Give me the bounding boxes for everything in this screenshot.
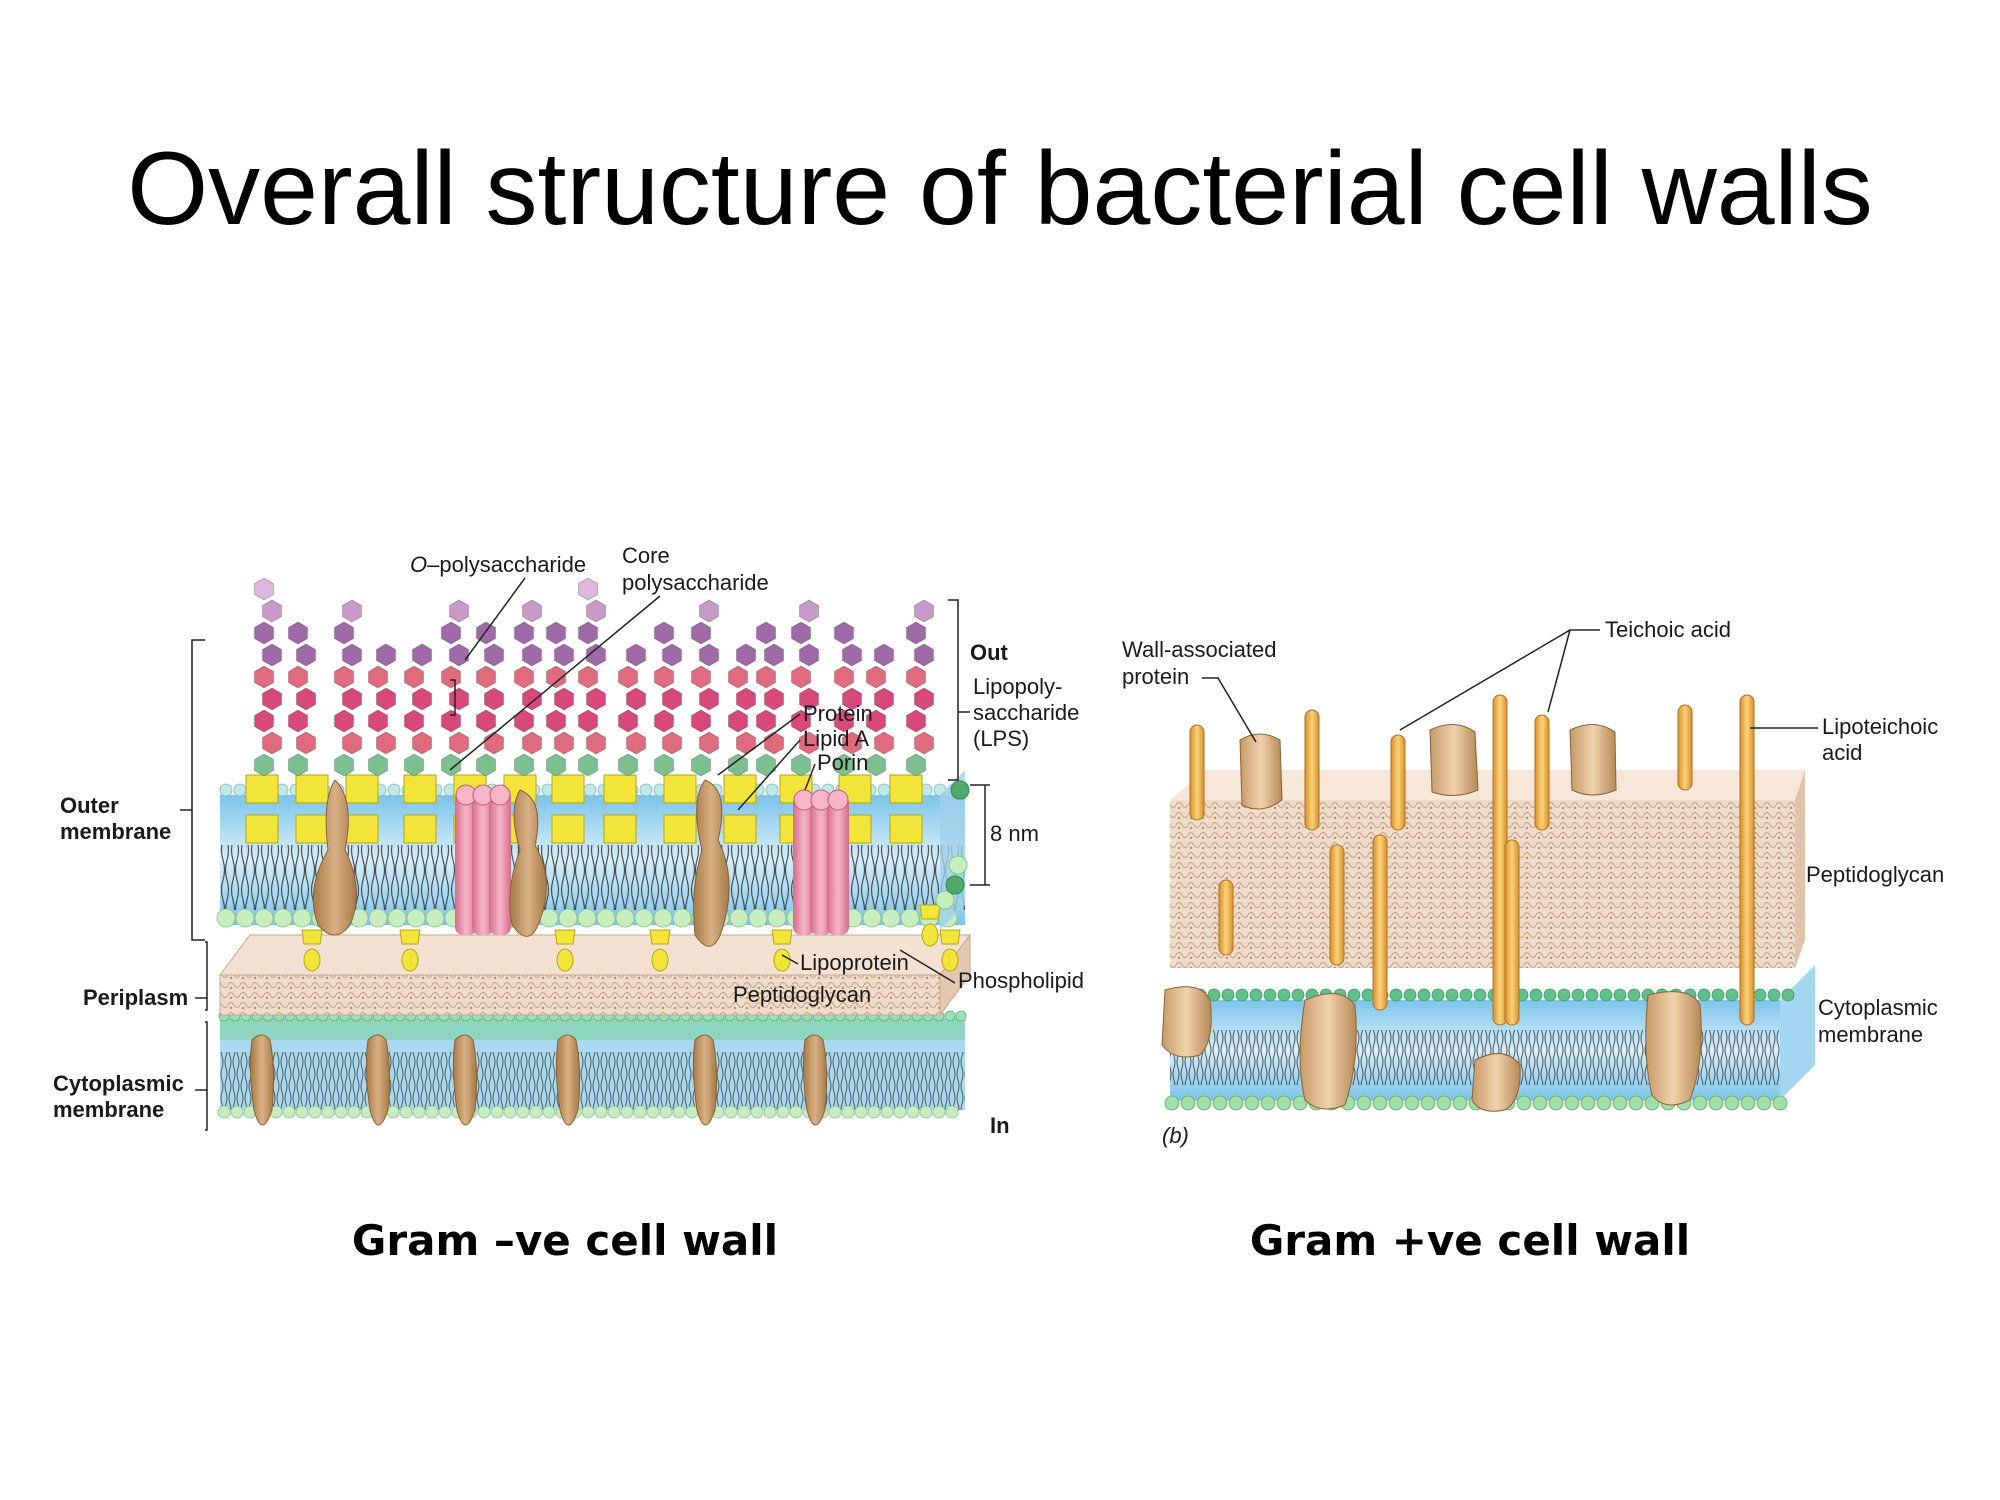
gp-leader-lines [1202,629,1818,743]
cytoplasmic-membrane-label-gn-2: membrane [53,1097,164,1122]
protein-label: Protein [803,701,873,726]
peptidoglycan-label-gn: Peptidoglycan [733,982,871,1007]
lipoteichoic-acid-label-2: acid [1822,740,1862,765]
o-polysaccharide-label: –polysaccharide [427,552,586,577]
peptidoglycan-label-gp: Peptidoglycan [1806,862,1944,887]
cytoplasmic-membrane-label-gp-1: Cytoplasmic [1818,995,1938,1020]
gp-labels: Wall-associated protein Teichoic acid Li… [1122,617,1944,1148]
lipoteichoic-acid-label-1: Lipoteichoic [1822,714,1938,739]
gn-cytoplasmic-membrane [217,1010,967,1119]
lps-label-3: (LPS) [973,726,1029,751]
core-polysaccharide-label-2: polysaccharide [622,570,769,595]
wall-associated-protein-label-2: protein [1122,664,1189,689]
porin-right [793,789,849,935]
gram-negative-diagram: O–polysaccharide Core polysaccharide Pro… [53,543,1084,1265]
lps-label-2: saccharide [973,700,1079,725]
gn-side-face [935,770,970,930]
gn-lps-chains [254,577,934,777]
outer-membrane-label-1: Outer [60,793,119,818]
gn-lipoproteins [301,904,961,972]
teichoic-acid-label: Teichoic acid [1605,617,1731,642]
porin-left [455,784,511,935]
gp-teichoic-acids [1189,694,1755,1026]
periplasm-label: Periplasm [83,985,188,1010]
core-polysaccharide-label-1: Core [622,543,670,568]
lps-label-1: Lipopoly- [973,674,1062,699]
lipoprotein-label: Lipoprotein [800,950,909,975]
gn-leader-lines [180,577,990,1131]
phospholipid-label: Phospholipid [958,968,1084,993]
gn-cytoplasmic-proteins [249,1034,828,1126]
svg-text:O–polysaccharide: O–polysaccharide [410,552,586,577]
gram-positive-caption: Gram +ve cell wall [1250,1216,1690,1265]
o-polysaccharide-o: O [410,552,427,577]
wall-associated-protein-label-1: Wall-associated [1122,637,1276,662]
thickness-label: 8 nm [990,821,1039,846]
gp-membrane-proteins [1161,986,1702,1112]
outer-membrane-label-2: membrane [60,819,171,844]
gn-outer-proteins [312,779,730,947]
cytoplasmic-membrane-label-gp-2: membrane [1818,1022,1923,1047]
lipid-a-label: Lipid A [803,726,869,751]
in-label: In [990,1113,1010,1138]
panel-letter-b: (b) [1162,1123,1189,1148]
out-label: Out [970,640,1009,665]
slide-title: Overall structure of bacterial cell wall… [127,131,1873,247]
gn-labels: O–polysaccharide Core polysaccharide Pro… [53,543,1084,1138]
gram-negative-caption: Gram –ve cell wall [352,1216,778,1265]
gram-positive-diagram: Wall-associated protein Teichoic acid Li… [1122,617,1944,1265]
gp-peptidoglycan-layer [1170,770,1805,968]
gn-porins [455,784,849,935]
porin-label: Porin [817,750,868,775]
gp-wall-associated-proteins [1239,724,1617,810]
cytoplasmic-membrane-label-gn-1: Cytoplasmic [53,1071,184,1096]
